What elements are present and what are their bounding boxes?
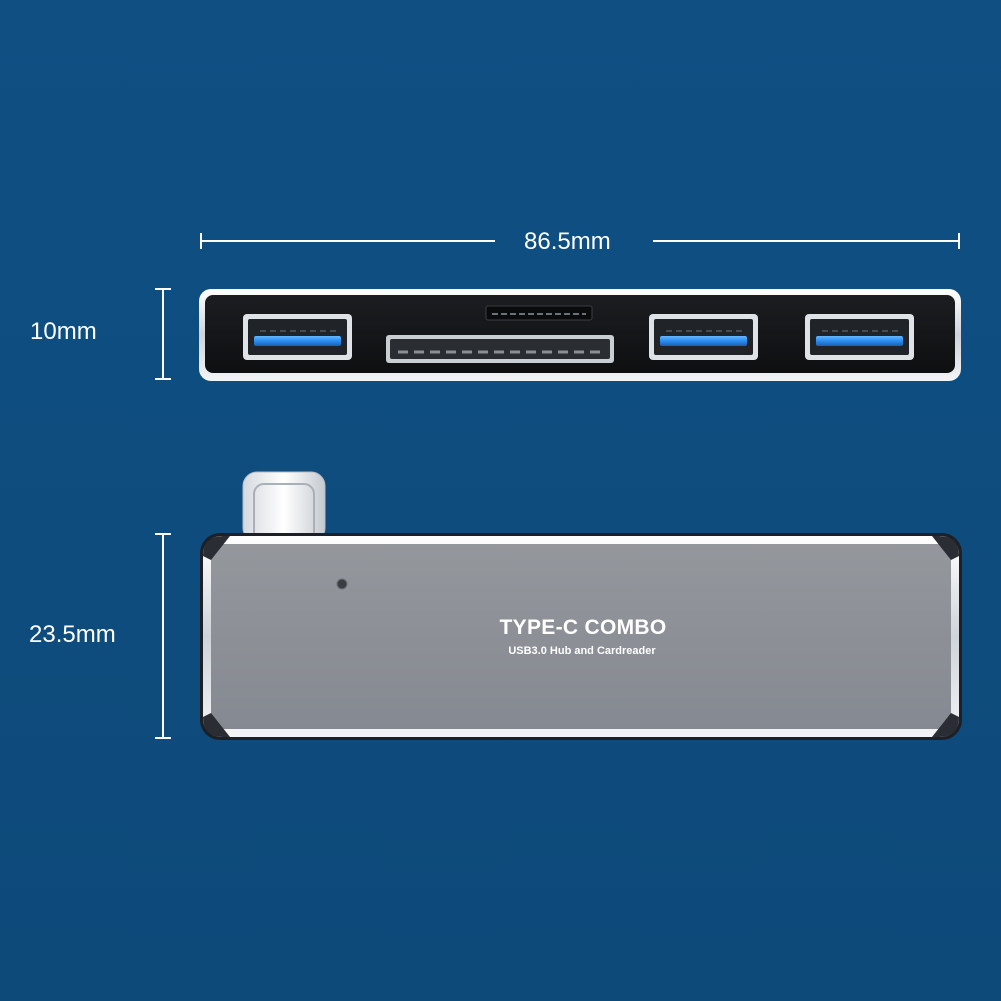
- product-subtitle: USB3.0 Hub and Cardreader: [508, 645, 656, 657]
- front-height-dimension-line: [155, 288, 171, 380]
- top-height-dimension-line: [155, 533, 171, 739]
- front-height-label: 10mm: [30, 318, 97, 345]
- micro-sd-slot-icon: [485, 305, 593, 321]
- sd-card-slot-icon: [386, 335, 614, 363]
- width-dimension-line: [200, 233, 960, 249]
- usb-a-port-icon: [243, 314, 352, 360]
- product-title: TYPE-C COMBO: [499, 616, 667, 639]
- hub-top-view: [200, 471, 962, 740]
- width-label: 86.5mm: [524, 228, 611, 255]
- status-led-icon: [336, 578, 348, 590]
- usb-a-port-icon: [805, 314, 914, 360]
- top-height-label: 23.5mm: [29, 621, 116, 648]
- usb-a-port-icon: [649, 314, 758, 360]
- hub-front-view: [199, 289, 961, 381]
- usb-c-plug-icon: [242, 471, 326, 543]
